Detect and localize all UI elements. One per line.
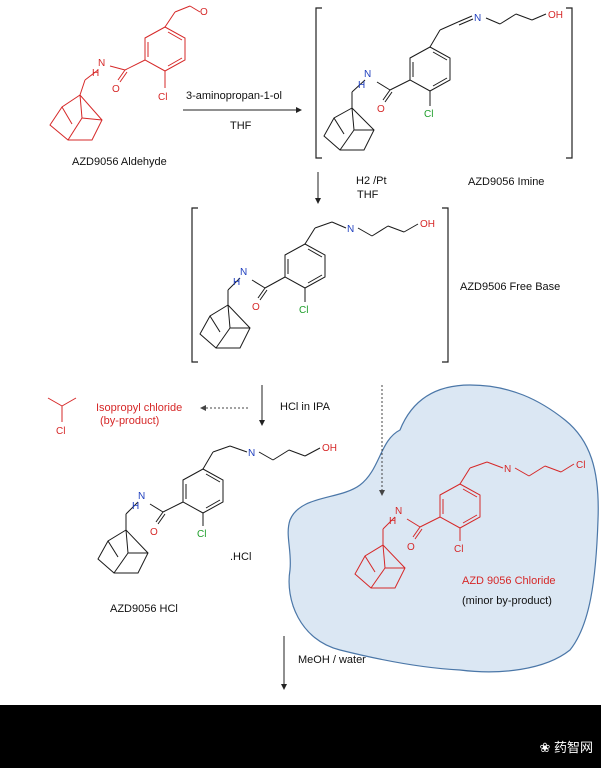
reagent-step2: H2 /Pt xyxy=(356,175,387,187)
arrowhead xyxy=(259,420,265,426)
label-imine: AZD9056 Imine xyxy=(468,176,544,188)
note-chloride: (minor by-product) xyxy=(462,595,552,607)
atom-cl: Cl xyxy=(454,544,463,555)
reagent-step4: MeOH / water xyxy=(298,654,366,666)
hcl-tag: .HCl xyxy=(230,551,251,563)
atom-o: O xyxy=(252,302,260,313)
atom-h: H xyxy=(358,80,365,91)
atom-n: N xyxy=(474,13,481,24)
arrowhead xyxy=(200,405,206,411)
atom-n: N xyxy=(364,69,371,80)
atom-n: N xyxy=(138,491,145,502)
atom-n: N xyxy=(98,58,105,69)
byproduct-cloud xyxy=(287,384,599,673)
aldehyde-structure xyxy=(49,5,201,141)
atom-n: N xyxy=(395,506,402,517)
bracket-left xyxy=(191,207,198,363)
atom-n: N xyxy=(347,224,354,235)
atom-cl: Cl xyxy=(197,529,206,540)
footer-bar xyxy=(0,705,601,768)
watermark-icon: ❀ xyxy=(539,740,551,755)
atom-oh: OH xyxy=(420,219,435,230)
atom-cl: Cl xyxy=(299,305,308,316)
atom-h: H xyxy=(92,68,99,79)
note-isopropyl: (by-product) xyxy=(100,415,159,427)
atom-oh: OH xyxy=(322,443,337,454)
atom-o: O xyxy=(112,84,120,95)
reagent-step1: 3-aminopropan-1-ol xyxy=(186,90,282,102)
label-aldehyde: AZD9056 Aldehyde xyxy=(72,156,167,168)
arrowhead xyxy=(315,198,321,204)
atom-h: H xyxy=(132,501,139,512)
bracket-right xyxy=(566,7,573,159)
hcl-salt-structure xyxy=(97,445,321,574)
label-isopropyl-chloride: Isopropyl chloride xyxy=(96,402,182,414)
free-base-structure xyxy=(199,221,419,349)
atom-cl: Cl xyxy=(56,426,65,437)
arrowhead xyxy=(296,107,302,113)
atom-cl: Cl xyxy=(576,460,585,471)
bracket-left xyxy=(315,7,322,159)
atom-h: H xyxy=(389,516,396,527)
isopropyl-chloride-structure xyxy=(47,397,77,422)
solvent-step1: THF xyxy=(230,120,252,132)
bracket-right xyxy=(442,207,449,363)
label-hcl-salt: AZD9056 HCl xyxy=(110,603,178,615)
atom-oh: OH xyxy=(548,10,563,21)
atom-n: N xyxy=(504,464,511,475)
arrowhead xyxy=(281,684,287,690)
imine-structure xyxy=(323,13,547,151)
atom-n: N xyxy=(240,267,247,278)
watermark: ❀ 药智网 xyxy=(539,737,593,756)
atom-h: H xyxy=(233,277,240,288)
chloride-structure xyxy=(354,461,575,589)
atom-o: O xyxy=(377,104,385,115)
arrowhead xyxy=(379,490,385,496)
atom-n: N xyxy=(248,448,255,459)
atom-o: O xyxy=(200,7,208,18)
atom-cl: Cl xyxy=(158,92,167,103)
solvent-step2: THF xyxy=(357,189,379,201)
atom-o: O xyxy=(407,542,415,553)
label-free-base: AZD9506 Free Base xyxy=(460,281,560,293)
atom-o: O xyxy=(150,527,158,538)
reagent-step3: HCl in IPA xyxy=(280,401,331,413)
label-chloride: AZD 9056 Chloride xyxy=(462,575,556,587)
atom-cl: Cl xyxy=(424,109,433,120)
watermark-text: 药智网 xyxy=(553,740,593,755)
